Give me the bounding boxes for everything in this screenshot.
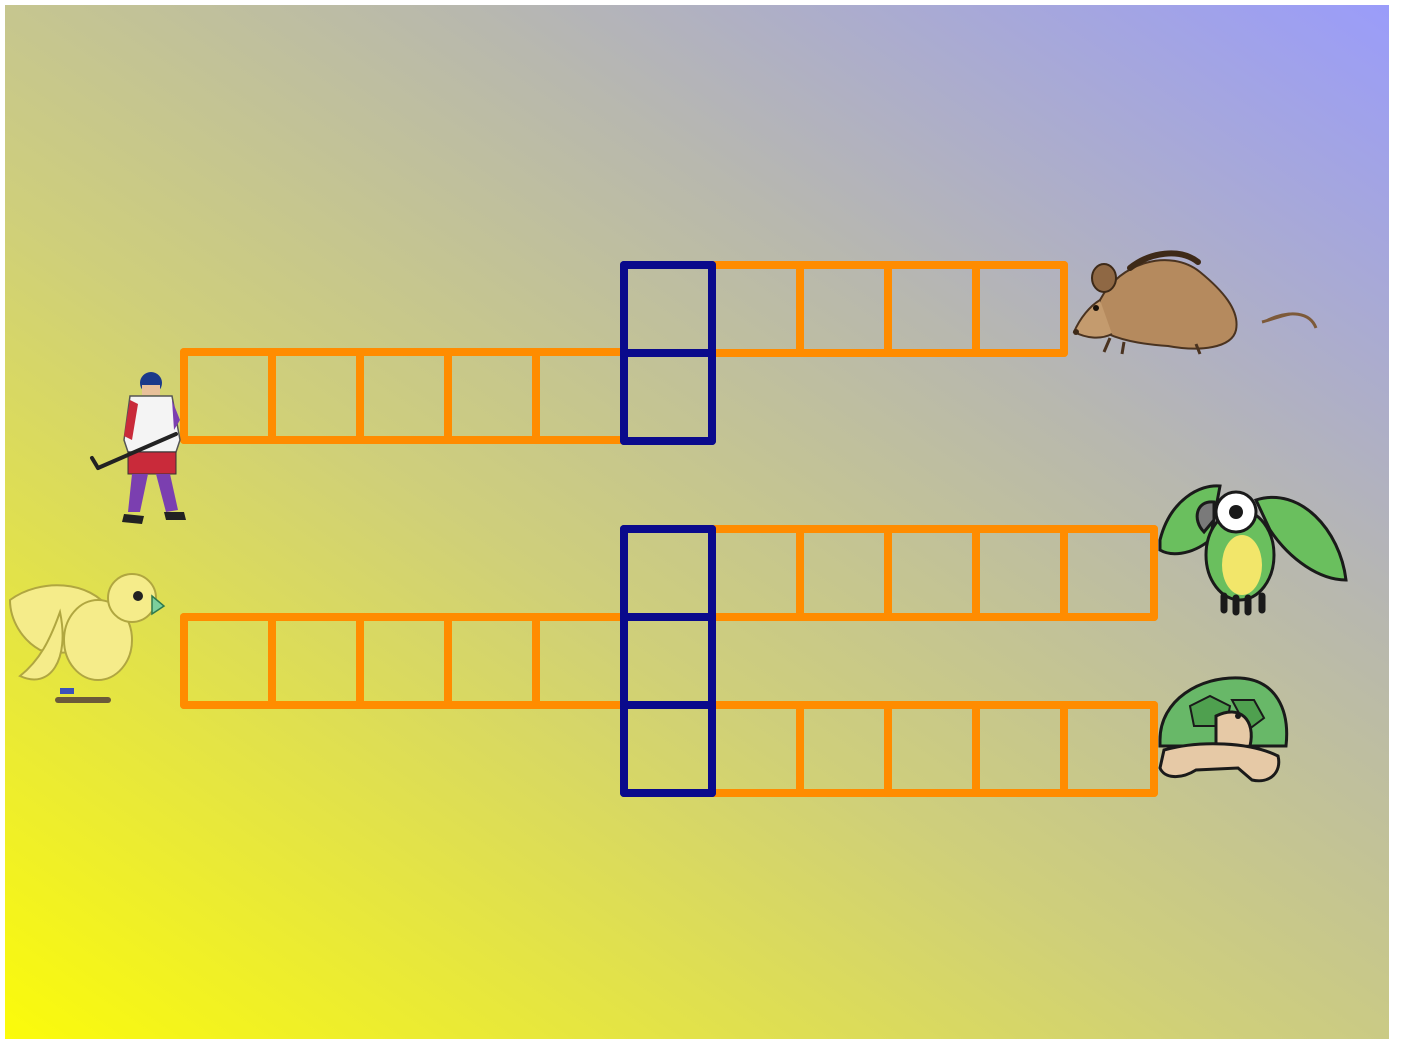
answer-cell[interactable] <box>364 621 444 701</box>
answer-cell[interactable] <box>188 621 268 701</box>
canary-icon <box>10 574 164 700</box>
hockey-player-icon <box>92 372 186 524</box>
answer-cell[interactable] <box>980 533 1060 613</box>
answer-cell[interactable] <box>364 356 444 436</box>
keyword-cell[interactable] <box>628 709 708 789</box>
parrot-icon <box>1160 486 1346 612</box>
answer-cell[interactable] <box>804 533 884 613</box>
answer-cell[interactable] <box>276 621 356 701</box>
keyword-cell[interactable] <box>628 621 708 701</box>
answer-cell[interactable] <box>804 709 884 789</box>
answer-cell[interactable] <box>716 709 796 789</box>
answer-cell[interactable] <box>892 533 972 613</box>
answer-cell[interactable] <box>1068 533 1150 613</box>
answer-cell[interactable] <box>540 356 620 436</box>
answer-cell[interactable] <box>540 621 620 701</box>
mouse-icon <box>1073 253 1316 354</box>
answer-cell[interactable] <box>452 621 532 701</box>
answer-cell[interactable] <box>892 269 972 349</box>
keyword-cell[interactable] <box>628 357 708 437</box>
answer-cell[interactable] <box>452 356 532 436</box>
answer-cell[interactable] <box>716 533 796 613</box>
keyword-cell[interactable] <box>628 533 708 613</box>
answer-cell[interactable] <box>804 269 884 349</box>
answer-cell[interactable] <box>716 269 796 349</box>
answer-cell[interactable] <box>980 269 1060 349</box>
turtle-icon <box>1160 678 1287 781</box>
keyword-cell[interactable] <box>628 269 708 349</box>
answer-cell[interactable] <box>276 356 356 436</box>
answer-cell[interactable] <box>188 356 268 436</box>
answer-cell[interactable] <box>892 709 972 789</box>
answer-cell[interactable] <box>1068 709 1150 789</box>
answer-cell[interactable] <box>980 709 1060 789</box>
